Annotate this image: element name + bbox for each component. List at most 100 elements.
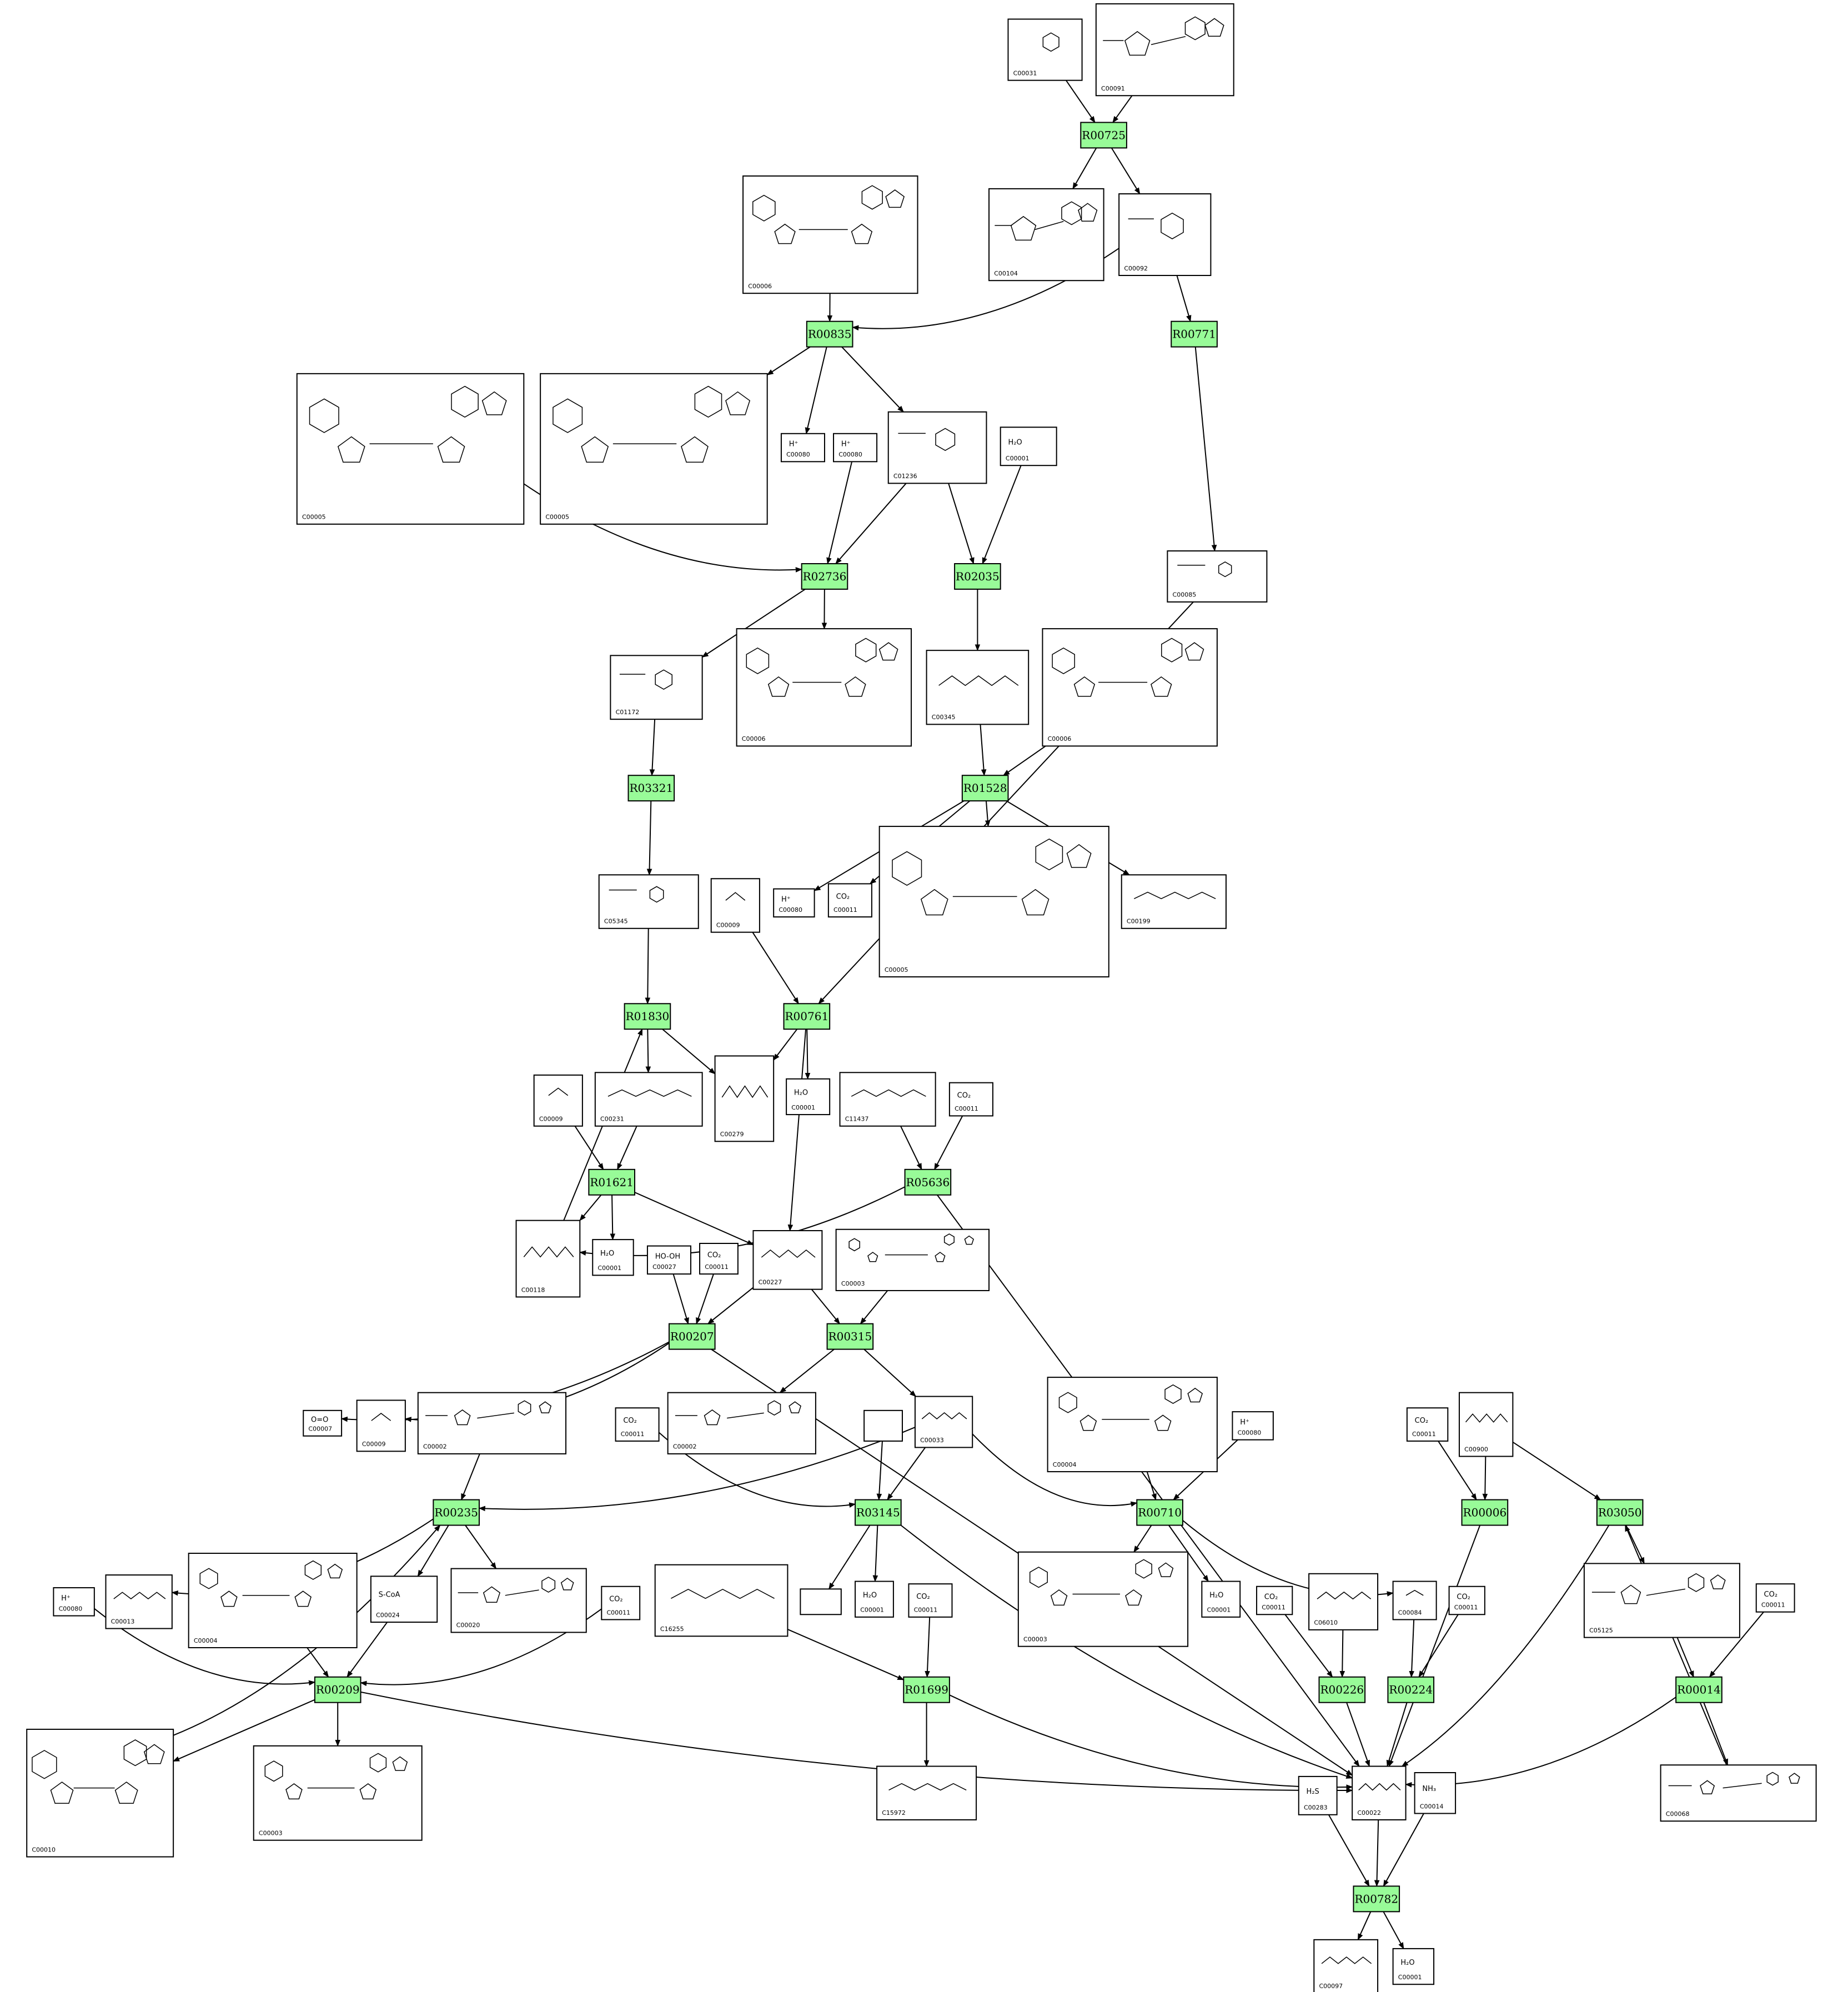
reaction-label: R01830 xyxy=(626,1010,670,1023)
reaction-box[interactable] xyxy=(1171,320,1218,348)
reaction-node-r03050[interactable]: R03050 xyxy=(1596,1499,1644,1526)
reaction-node-r00725[interactable]: R00725 xyxy=(1080,122,1127,149)
compound-node: C00003 xyxy=(1017,1551,1189,1647)
compound-box xyxy=(356,1399,406,1452)
reaction-box[interactable] xyxy=(1461,1499,1509,1526)
compound-node: C01172 xyxy=(610,655,703,720)
reaction-box[interactable] xyxy=(954,563,1001,590)
edge-C00011e-R00006 xyxy=(1438,1441,1477,1501)
compound-box xyxy=(1583,1563,1740,1638)
edge-C00227-R00207 xyxy=(707,1287,754,1324)
compound-formula: H₂O xyxy=(600,1250,614,1258)
compound-node: C00010 xyxy=(26,1728,174,1858)
compound-box xyxy=(370,1575,438,1623)
reaction-node-r00710[interactable]: R00710 xyxy=(1136,1499,1183,1526)
compound-node: C00009 xyxy=(533,1074,583,1127)
compound-label: C00011 xyxy=(1454,1604,1478,1611)
reaction-box[interactable] xyxy=(433,1499,480,1526)
edge-C00033-R00710 xyxy=(972,1433,1138,1507)
compound-label: C00283 xyxy=(1304,1804,1328,1812)
reaction-box[interactable] xyxy=(588,1168,635,1196)
reaction-box[interactable] xyxy=(801,563,848,590)
reaction-node-r05636[interactable]: R05636 xyxy=(904,1168,952,1196)
compound-label: C00014 xyxy=(1420,1803,1444,1810)
reaction-box[interactable] xyxy=(904,1168,952,1196)
compound-box xyxy=(105,1574,173,1629)
edge-C00024-R00209 xyxy=(346,1622,388,1678)
compound-box xyxy=(839,1072,936,1127)
edge-R00782-C00097 xyxy=(1357,1911,1372,1940)
compound-label: C00345 xyxy=(932,714,956,721)
edge-C00031-R00725 xyxy=(1066,80,1096,123)
reaction-node-r00835[interactable]: R00835 xyxy=(806,320,853,348)
structure-sketch xyxy=(523,1246,574,1258)
compound-box xyxy=(1392,1580,1437,1620)
reaction-label: R00006 xyxy=(1463,1506,1507,1519)
compound-formula: H⁺ xyxy=(1240,1418,1249,1427)
reaction-box[interactable] xyxy=(903,1676,950,1703)
structure-sketch xyxy=(1128,212,1184,239)
reaction-node-r01621[interactable]: R01621 xyxy=(588,1168,635,1196)
reaction-node-r00224[interactable]: R00224 xyxy=(1387,1676,1435,1703)
reaction-node-r00235[interactable]: R00235 xyxy=(433,1499,480,1526)
edge-R03050-C00022 xyxy=(1401,1524,1610,1767)
reaction-box[interactable] xyxy=(668,1323,716,1350)
compound-box xyxy=(533,1074,583,1127)
compound-label: C00009 xyxy=(539,1116,563,1123)
reaction-box[interactable] xyxy=(1675,1676,1723,1703)
edge-C00084-R00224 xyxy=(1409,1619,1415,1678)
reaction-box[interactable] xyxy=(624,1003,671,1030)
reaction-node-r00226[interactable]: R00226 xyxy=(1318,1676,1366,1703)
edge-C16255-R01699 xyxy=(787,1629,905,1680)
reaction-node-r00006[interactable]: R00006 xyxy=(1461,1499,1509,1526)
reaction-node-r01528[interactable]: R01528 xyxy=(961,775,1009,802)
compound-label: C00002 xyxy=(673,1443,697,1451)
compound-formula: H⁺ xyxy=(841,440,851,449)
reaction-box[interactable] xyxy=(627,775,675,802)
compound-box xyxy=(714,1055,775,1142)
edge-C00011c-R00207 xyxy=(696,1273,714,1324)
structure-sketch xyxy=(752,185,905,244)
reaction-node-r02035[interactable]: R02035 xyxy=(954,563,1001,590)
reaction-box[interactable] xyxy=(1318,1676,1366,1703)
reaction-node-r00761[interactable]: R00761 xyxy=(783,1003,831,1030)
reaction-node-r00209[interactable]: R00209 xyxy=(314,1676,361,1703)
compound-label: C00279 xyxy=(720,1131,744,1138)
compound-node: H⁺C00080 xyxy=(833,433,878,463)
reaction-box[interactable] xyxy=(1353,1885,1400,1913)
reaction-box[interactable] xyxy=(806,320,853,348)
structure-sketch xyxy=(1465,1413,1508,1423)
reaction-box[interactable] xyxy=(314,1676,361,1703)
reaction-node-r00315[interactable]: R00315 xyxy=(826,1323,874,1350)
compound-node: C11437 xyxy=(839,1072,936,1127)
reaction-node-r03145[interactable]: R03145 xyxy=(855,1499,902,1526)
structure-sketch xyxy=(309,385,507,463)
reaction-box[interactable] xyxy=(961,775,1009,802)
reaction-node-r03321[interactable]: R03321 xyxy=(627,775,675,802)
reaction-box[interactable] xyxy=(1387,1676,1435,1703)
reaction-label: R00710 xyxy=(1138,1506,1182,1519)
reaction-box[interactable] xyxy=(855,1499,902,1526)
compound-box xyxy=(667,1392,816,1454)
compound-box xyxy=(863,1409,903,1442)
edge-C05345-R01830 xyxy=(645,928,651,1005)
reaction-box[interactable] xyxy=(1080,122,1127,149)
compound-box xyxy=(1167,550,1268,603)
reaction-node-r00771[interactable]: R00771 xyxy=(1171,320,1218,348)
reaction-node-r01830[interactable]: R01830 xyxy=(624,1003,671,1030)
reaction-node-r00782[interactable]: R00782 xyxy=(1353,1885,1400,1913)
reaction-box[interactable] xyxy=(783,1003,831,1030)
reaction-node-r00207[interactable]: R00207 xyxy=(668,1323,716,1350)
reaction-node-r00014[interactable]: R00014 xyxy=(1675,1676,1723,1703)
edge-R00835-C01236 xyxy=(841,346,904,413)
compound-box xyxy=(1121,874,1227,929)
reaction-box[interactable] xyxy=(1596,1499,1644,1526)
compound-box xyxy=(601,1585,641,1620)
compound-label: C00005 xyxy=(302,514,326,521)
reaction-box[interactable] xyxy=(1136,1499,1183,1526)
reaction-node-r02736[interactable]: R02736 xyxy=(801,563,848,590)
reaction-box[interactable] xyxy=(826,1323,874,1350)
reaction-node-r01699[interactable]: R01699 xyxy=(903,1676,950,1703)
